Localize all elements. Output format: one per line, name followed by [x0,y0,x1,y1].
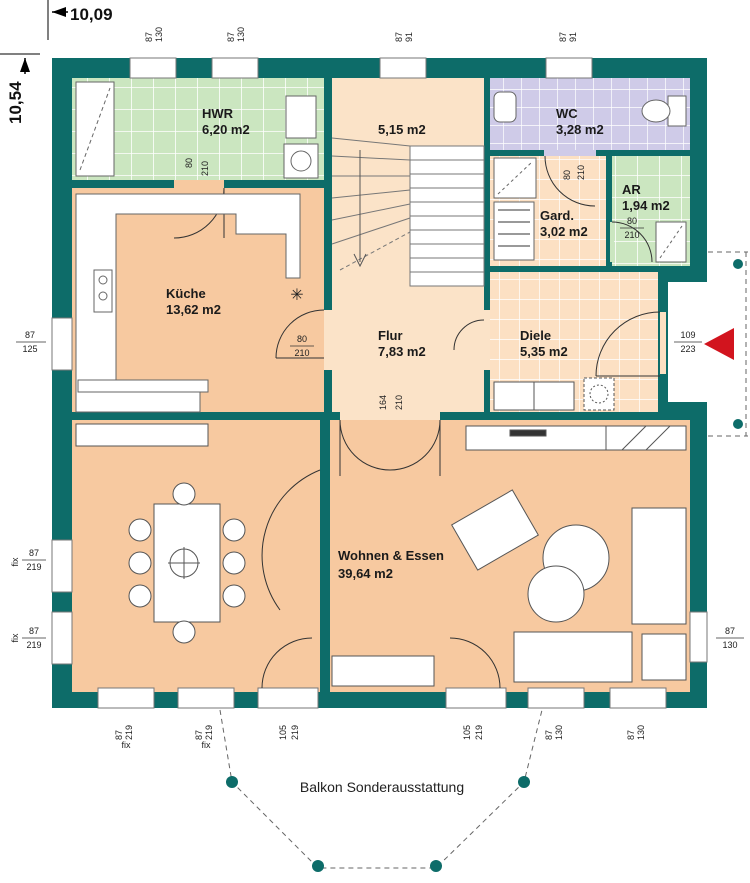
dim-entry-b: 223 [680,344,695,354]
hwr-name: HWR [202,106,234,121]
dim-door-wc-b: 210 [576,165,586,180]
overall-width-label: 10,09 [70,5,113,24]
dim-left-win-b-b: 219 [26,640,41,650]
dim-top-win-2-a: 87 [226,32,236,42]
dim-bot-5-b: 130 [554,725,564,740]
windows [51,57,708,709]
wc-fixtures [493,91,687,127]
dim-door-wohnen-a: 164 [378,395,388,410]
dim-bot-1-b: 219 [124,725,134,740]
dim-left-win-b-fix: fix [10,633,20,643]
dim-right-win-b: 130 [722,640,737,650]
diele-area: 5,35 m2 [520,344,568,359]
ar-name: AR [622,182,641,197]
kueche-name: Küche [166,286,206,301]
dim-left-win-a-b: 219 [26,562,41,572]
dim-bot-2-a: 87 [194,730,204,740]
entrance-area [704,251,748,437]
dim-door-ar-b: 210 [624,230,639,240]
overall-depth-label: 10,54 [6,81,25,124]
living-furniture [75,423,687,687]
hwr-area: 6,20 m2 [202,122,250,137]
diele-fixtures [493,377,615,411]
wc-area: 3,28 m2 [556,122,604,137]
dim-door-wc-a: 80 [562,170,572,180]
staircase [331,137,485,287]
dim-left-win-a-fix: fix [10,557,20,567]
ar-area: 1,94 m2 [622,198,670,213]
dim-door-kueche-b: 210 [294,348,309,358]
dim-bot-2-c: fix [202,740,212,750]
dim-door-wohnen-b: 210 [394,395,404,410]
dim-door-hwr-b: 210 [200,161,210,176]
dim-top-win-3-a: 87 [394,32,404,42]
wohnen-area: 39,64 m2 [338,566,393,581]
dim-bot-1-a: 87 [114,730,124,740]
dim-door-kueche-a: 80 [297,334,307,344]
dim-top-win-1-a: 87 [144,32,154,42]
dim-door-hwr-a: 80 [184,158,194,168]
dim-left-win-a-a: 87 [29,548,39,558]
dim-top-win-1-b: 130 [154,27,164,42]
overall-depth-marker: 10,54 [0,53,40,124]
dim-entry-a: 109 [680,330,695,340]
dim-top-win-4-b: 91 [568,32,578,42]
dim-bot-3-b: 219 [290,725,300,740]
entrance-arrow-icon [704,328,734,360]
dim-top-win-4-a: 87 [558,32,568,42]
dim-bot-4-b: 219 [474,725,484,740]
balcony-label: Balkon Sonderausstattung [300,779,464,795]
flur-name: Flur [378,328,403,343]
gard-fixtures [493,157,687,263]
gard-area: 3,02 m2 [540,224,588,239]
dim-door-ar-a: 80 [627,216,637,226]
dim-bot-4-a: 105 [462,725,472,740]
door-swings [173,155,661,689]
gard-name: Gard. [540,208,574,223]
stair-area: 5,15 m2 [378,122,426,137]
dim-bot-1-c: fix [122,740,132,750]
dim-top-win-3-b: 91 [404,32,414,42]
flur-area: 7,83 m2 [378,344,426,359]
svg-text:✳: ✳ [290,287,303,304]
overall-width-marker: 10,09 [47,0,113,40]
door-openings [174,150,666,420]
wohnen-name: Wohnen & Essen [338,548,444,563]
dim-left-win-k-b: 125 [22,344,37,354]
kitchen-counters: ✳ [75,193,304,413]
dim-bot-6-a: 87 [626,730,636,740]
dim-top-win-2-b: 130 [236,27,246,42]
balcony [219,709,543,872]
dim-bot-5-a: 87 [544,730,554,740]
diele-name: Diele [520,328,551,343]
dim-left-win-b-a: 87 [29,626,39,636]
dim-left-win-k-a: 87 [25,330,35,340]
dim-bot-2-b: 219 [204,725,214,740]
dim-right-win-a: 87 [725,626,735,636]
kueche-area: 13,62 m2 [166,302,221,317]
dim-bot-6-b: 130 [636,725,646,740]
wc-name: WC [556,106,578,121]
hwr-fixtures [75,81,319,179]
dim-bot-3-a: 105 [278,725,288,740]
